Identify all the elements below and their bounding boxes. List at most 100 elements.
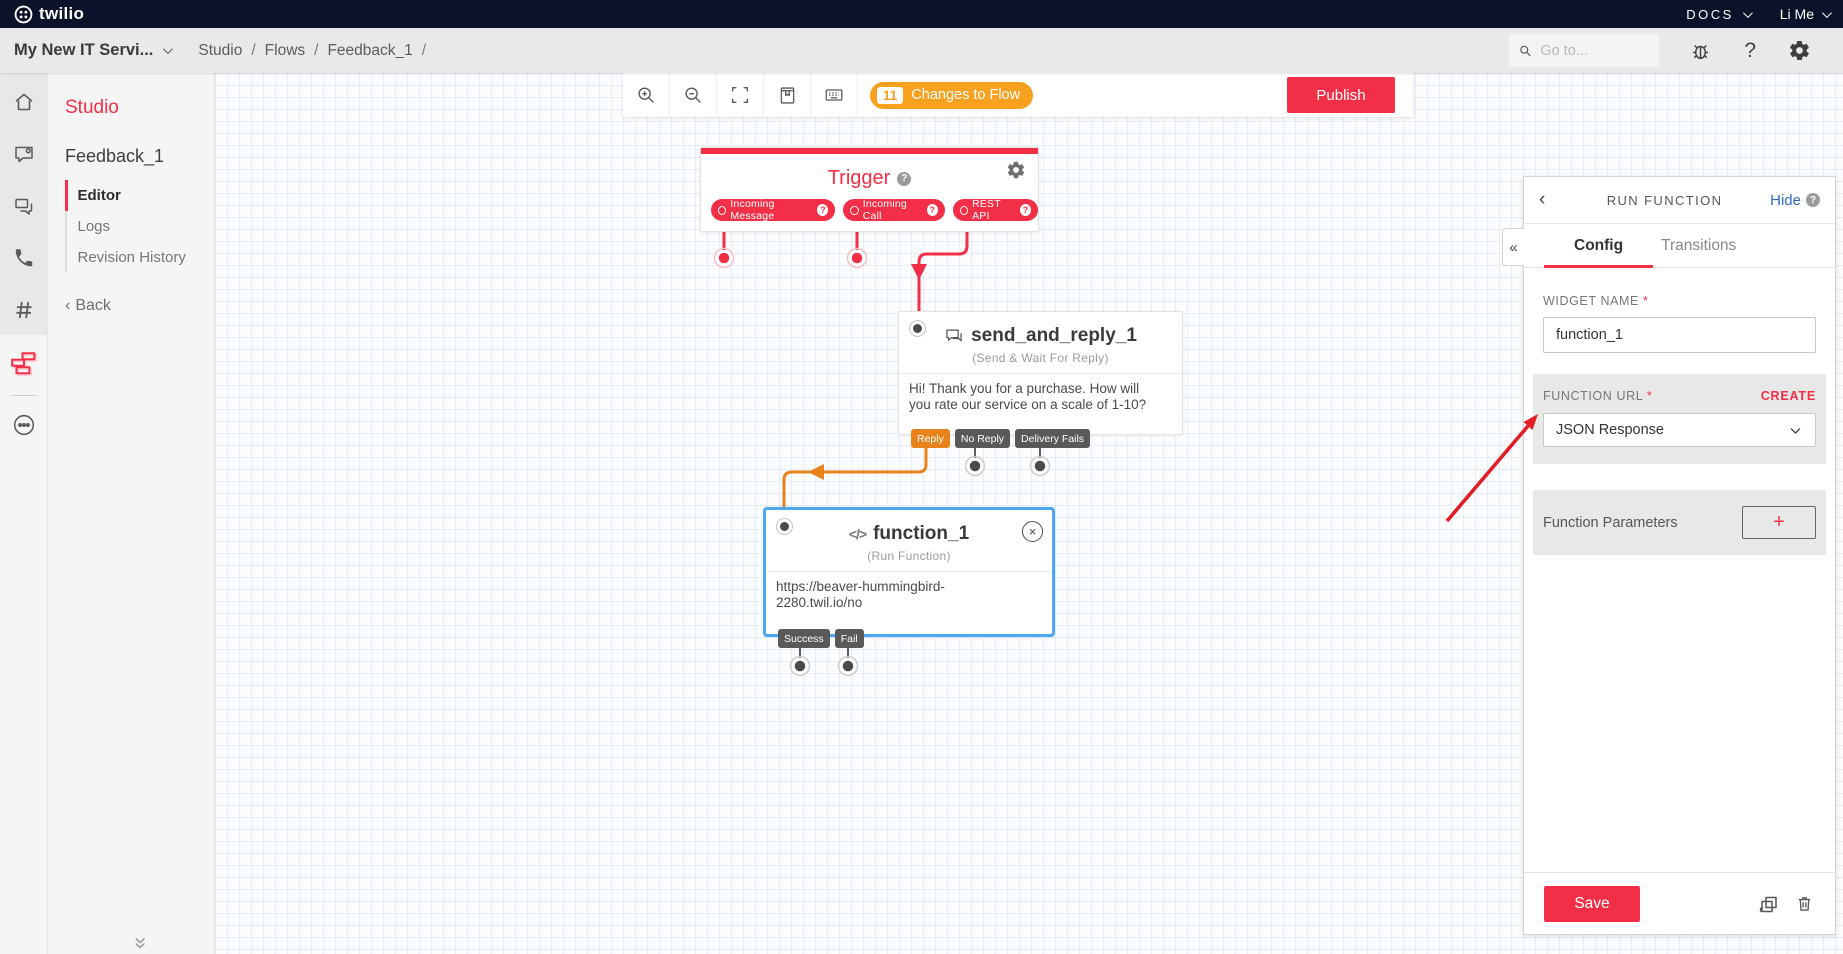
help-badge-icon[interactable]: ?: [897, 171, 912, 186]
chat-bubbles-icon: [14, 198, 32, 215]
zoom-out-button[interactable]: [670, 73, 717, 117]
outcome-tag-fail[interactable]: Fail: [834, 629, 864, 648]
widget-input-dot[interactable]: [777, 519, 792, 534]
panel-collapse-chevrons-icon[interactable]: «: [126, 936, 152, 950]
changes-to-flow-button[interactable]: 11 Changes to Flow: [870, 81, 1034, 109]
rail-item-home[interactable]: [9, 87, 39, 117]
rail-item-more[interactable]: [9, 410, 39, 440]
help-badge-icon[interactable]: ?: [1020, 204, 1031, 216]
keyboard-shortcuts-button[interactable]: [811, 73, 858, 117]
zoom-in-button[interactable]: [623, 73, 670, 117]
fit-to-screen-button[interactable]: [717, 73, 764, 117]
widget-name-input[interactable]: [1543, 317, 1816, 353]
zoom-out-icon: [685, 87, 701, 103]
menu-item-revision-history[interactable]: Revision History: [77, 249, 186, 266]
run-function-widget-selected[interactable]: × </> function_1 (Run Function) https://…: [763, 507, 1055, 648]
trigger-widget[interactable]: Trigger ? Incoming Message ? Incoming Ca…: [700, 147, 1039, 232]
breadcrumb-separator: /: [421, 41, 427, 59]
outcome-tag-delivery-fails[interactable]: Delivery Fails: [1015, 429, 1091, 448]
breadcrumb-separator: /: [314, 41, 319, 59]
create-link[interactable]: CREATE: [1760, 389, 1816, 403]
function-url-value: JSON Response: [1556, 422, 1664, 438]
widget-inspector-panel: ‹ RUN FUNCTION Hide ? Config Transitions…: [1523, 176, 1836, 935]
tab-transitions[interactable]: Transitions: [1661, 237, 1737, 254]
widget-divider: [899, 373, 1182, 374]
send-reply-chat-icon: [946, 329, 962, 342]
back-label: Back: [75, 297, 111, 314]
trigger-title: Trigger: [827, 167, 891, 189]
function-url-section: FUNCTION URL * CREATE JSON Response: [1533, 374, 1826, 464]
back-link[interactable]: ‹ Back: [65, 297, 214, 315]
outcome-tag-reply[interactable]: Reply: [911, 429, 950, 448]
rail-item-voice[interactable]: [9, 243, 39, 273]
account-name: My New IT Servi...: [14, 41, 154, 59]
search-icon: [1520, 45, 1531, 56]
inspector-collapse-handle[interactable]: «: [1502, 228, 1524, 266]
widget-name: send_and_reply_1: [971, 325, 1137, 346]
trigger-settings-gear-icon[interactable]: [1006, 160, 1026, 180]
function-url-body: https://beaver-hummingbird- 2280.twil.io…: [766, 579, 1052, 612]
pill-label: Incoming Call: [862, 198, 907, 222]
message-body: Hi! Thank you for a purchase. How will y…: [899, 381, 1182, 414]
debugger-bug-icon[interactable]: [1689, 39, 1712, 62]
connector-origin-icon[interactable]: [959, 205, 969, 215]
rail-item-phone-numbers[interactable]: [9, 295, 39, 325]
hash-icon: [16, 301, 31, 319]
function-url-label-text: FUNCTION URL: [1543, 389, 1643, 403]
pill-label: REST API: [972, 198, 1001, 222]
connector-origin-icon[interactable]: [718, 205, 727, 215]
docs-menu[interactable]: DOCS: [1686, 6, 1753, 22]
widget-library-button[interactable]: [764, 73, 811, 117]
breadcrumb-studio[interactable]: Studio: [198, 41, 243, 59]
changes-count-badge: 11: [877, 86, 904, 104]
panel-title: Studio: [65, 97, 119, 118]
outcome-tag-no-reply[interactable]: No Reply: [954, 429, 1011, 448]
help-badge-icon[interactable]: ?: [817, 204, 829, 216]
outcome-tag-success[interactable]: Success: [778, 629, 830, 648]
breadcrumb-flows[interactable]: Flows: [264, 41, 306, 59]
trigger-pill-rest-api[interactable]: REST API ?: [952, 198, 1038, 222]
product-rail-top: [0, 73, 47, 335]
widget-input-dot[interactable]: [910, 321, 925, 336]
rail-item-messaging[interactable]: [9, 191, 39, 221]
docs-label: DOCS: [1686, 6, 1734, 22]
function-url-select[interactable]: JSON Response: [1543, 413, 1816, 447]
send-and-reply-widget[interactable]: send_and_reply_1 (Send & Wait For Reply)…: [898, 311, 1183, 448]
trigger-pill-incoming-message[interactable]: Incoming Message ?: [711, 198, 836, 222]
code-icon: </>: [848, 526, 867, 542]
changes-label: Changes to Flow: [911, 87, 1021, 103]
add-parameter-button[interactable]: +: [1742, 506, 1816, 539]
account-switcher[interactable]: My New IT Servi...: [14, 41, 174, 60]
delete-trash-icon[interactable]: [1794, 893, 1815, 914]
hide-link[interactable]: Hide ?: [1770, 192, 1820, 209]
required-mark: *: [1646, 389, 1653, 403]
help-badge-icon[interactable]: ?: [1806, 193, 1820, 207]
flow-title: Feedback_1: [65, 146, 165, 166]
twilio-logo[interactable]: twilio: [14, 4, 84, 24]
rail-item-studio-active[interactable]: [9, 349, 39, 379]
save-button[interactable]: Save: [1544, 885, 1640, 922]
user-menu[interactable]: Li Me: [1780, 6, 1832, 22]
duplicate-widget-icon[interactable]: [1756, 892, 1780, 916]
ellipsis-circle-icon: [13, 414, 34, 436]
go-to-search[interactable]: [1509, 34, 1660, 67]
breadcrumb-feedback-1[interactable]: Feedback_1: [327, 41, 413, 59]
connector-origin-icon[interactable]: [850, 205, 859, 215]
gear-icon[interactable]: [1788, 39, 1811, 62]
menu-item-editor[interactable]: Editor: [64, 180, 215, 211]
menu-item-logs[interactable]: Logs: [77, 218, 111, 235]
function-widget-outcomes: Success Fail: [778, 629, 864, 648]
publish-button[interactable]: Publish: [1287, 77, 1395, 113]
inspector-back-chevron-icon[interactable]: ‹: [1539, 189, 1546, 210]
help-badge-icon[interactable]: ?: [926, 204, 938, 216]
widget-type-label: (Send & Wait For Reply): [972, 351, 1109, 365]
help-icon[interactable]: ?: [1744, 38, 1756, 62]
tab-config[interactable]: Config: [1543, 237, 1654, 268]
delete-widget-icon[interactable]: ×: [1022, 521, 1043, 542]
go-to-input[interactable]: [1540, 42, 1651, 59]
trigger-red-bar: [701, 148, 1038, 154]
rail-item-conversations[interactable]: [9, 139, 39, 169]
home-icon: [14, 93, 33, 111]
trigger-pill-incoming-call[interactable]: Incoming Call ?: [843, 198, 945, 222]
plus-icon: +: [1773, 511, 1785, 533]
